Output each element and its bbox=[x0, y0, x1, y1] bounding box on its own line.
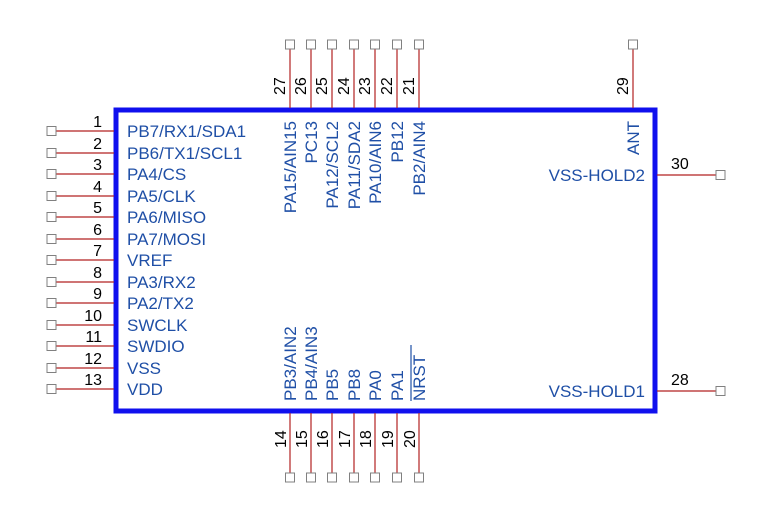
pin-number-1: 1 bbox=[93, 114, 102, 131]
pin-label-22: PB12 bbox=[388, 121, 407, 163]
pin-number-5: 5 bbox=[93, 200, 102, 217]
pin-label-5: PA6/MISO bbox=[127, 208, 206, 227]
pin-terminal-25 bbox=[327, 39, 337, 50]
pin-terminal-15 bbox=[306, 472, 316, 483]
pin-label-19: PA1 bbox=[388, 370, 407, 401]
pin-number-30: 30 bbox=[671, 156, 689, 173]
pin-number-28: 28 bbox=[671, 372, 689, 389]
pin-label-3: PA4/CS bbox=[127, 165, 186, 184]
pin-terminal-30 bbox=[715, 170, 726, 180]
pin-number-6: 6 bbox=[93, 222, 102, 239]
pin-number-17: 17 bbox=[337, 430, 354, 448]
pin-label-1: PB7/RX1/SDA1 bbox=[127, 122, 246, 141]
pin-terminal-21 bbox=[414, 39, 424, 50]
pin-label-4: PA5/CLK bbox=[127, 187, 196, 206]
pin-number-7: 7 bbox=[93, 243, 102, 260]
pin-label-14: PB3/AIN2 bbox=[281, 326, 300, 401]
pin-label-7: VREF bbox=[127, 251, 172, 270]
pin-label-15: PB4/AIN3 bbox=[302, 326, 321, 401]
pin-label-13: VDD bbox=[127, 380, 163, 399]
pin-label-30: VSS-HOLD2 bbox=[549, 166, 645, 185]
pin-terminal-19 bbox=[392, 472, 402, 483]
pin-number-19: 19 bbox=[380, 430, 397, 448]
pin-terminal-6 bbox=[46, 234, 57, 244]
pin-number-26: 26 bbox=[293, 77, 310, 95]
pin-label-8: PA3/RX2 bbox=[127, 273, 196, 292]
pin-label-16: PB5 bbox=[323, 369, 342, 401]
pin-number-14: 14 bbox=[273, 430, 290, 448]
pin-label-23: PA10/AIN6 bbox=[366, 121, 385, 204]
pin-number-11: 11 bbox=[85, 329, 102, 346]
pin-terminal-2 bbox=[46, 148, 57, 158]
pin-number-18: 18 bbox=[358, 430, 375, 448]
pin-terminal-16 bbox=[327, 472, 337, 483]
pin-label-10: SWCLK bbox=[127, 316, 188, 335]
pin-terminal-28 bbox=[715, 386, 726, 396]
pin-terminal-13 bbox=[46, 384, 57, 394]
pin-terminal-24 bbox=[349, 39, 359, 50]
pin-label-18: PA0 bbox=[366, 370, 385, 401]
pin-label-28: VSS-HOLD1 bbox=[549, 382, 645, 401]
pin-terminal-22 bbox=[392, 39, 402, 50]
pin-terminal-14 bbox=[285, 472, 295, 483]
pin-number-10: 10 bbox=[84, 308, 102, 325]
pin-label-6: PA7/MOSI bbox=[127, 230, 206, 249]
pin-terminal-27 bbox=[285, 39, 295, 50]
pin-terminal-23 bbox=[370, 39, 380, 50]
pin-number-13: 13 bbox=[84, 372, 102, 389]
pin-number-16: 16 bbox=[315, 430, 332, 448]
pin-number-29: 29 bbox=[615, 77, 632, 95]
pin-terminal-10 bbox=[46, 320, 57, 330]
pin-number-4: 4 bbox=[93, 179, 102, 196]
pin-terminal-4 bbox=[46, 191, 57, 201]
pin-label-29: ANT bbox=[624, 121, 643, 155]
pin-terminal-12 bbox=[46, 363, 57, 373]
pin-terminal-20 bbox=[414, 472, 424, 483]
ic-body-outline bbox=[113, 107, 658, 414]
pin-label-27: PA15/AIN15 bbox=[281, 121, 300, 213]
pin-number-9: 9 bbox=[93, 286, 102, 303]
pin-terminal-8 bbox=[46, 277, 57, 287]
pin-label-21: PB2/AIN4 bbox=[410, 121, 429, 196]
pin-terminal-5 bbox=[46, 212, 57, 222]
pin-label-26: PC13 bbox=[302, 121, 321, 164]
pin-label-12: VSS bbox=[127, 359, 161, 378]
pin-number-2: 2 bbox=[93, 136, 102, 153]
pin-number-21: 21 bbox=[401, 77, 418, 95]
pin-terminal-3 bbox=[46, 169, 57, 179]
pin-terminal-11 bbox=[46, 341, 57, 351]
pin-label-11: SWDIO bbox=[127, 337, 185, 356]
pin-terminal-29 bbox=[628, 39, 638, 50]
pin-terminal-1 bbox=[46, 126, 57, 136]
pin-number-22: 22 bbox=[379, 77, 396, 95]
pin-label-17: PB8 bbox=[345, 369, 364, 401]
pin-number-8: 8 bbox=[93, 265, 102, 282]
pin-terminal-9 bbox=[46, 298, 57, 308]
pin-number-25: 25 bbox=[314, 77, 331, 95]
pin-number-24: 24 bbox=[336, 77, 353, 95]
pin-number-20: 20 bbox=[402, 430, 419, 448]
pin-number-12: 12 bbox=[84, 351, 102, 368]
pin-terminal-18 bbox=[370, 472, 380, 483]
pin-number-3: 3 bbox=[93, 157, 102, 174]
pin-label-25: PA12/SCL2 bbox=[323, 121, 342, 209]
pin-terminal-26 bbox=[306, 39, 316, 50]
pin-number-23: 23 bbox=[357, 77, 374, 95]
pin-number-27: 27 bbox=[272, 77, 289, 95]
pin-terminal-17 bbox=[349, 472, 359, 483]
pin-label-9: PA2/TX2 bbox=[127, 294, 194, 313]
pin-label-20: NRST bbox=[410, 355, 429, 401]
pin-number-15: 15 bbox=[294, 430, 311, 448]
pin-label-24: PA11/SDA2 bbox=[345, 121, 364, 209]
pin-label-2: PB6/TX1/SCL1 bbox=[127, 144, 242, 163]
pin-terminal-7 bbox=[46, 255, 57, 265]
